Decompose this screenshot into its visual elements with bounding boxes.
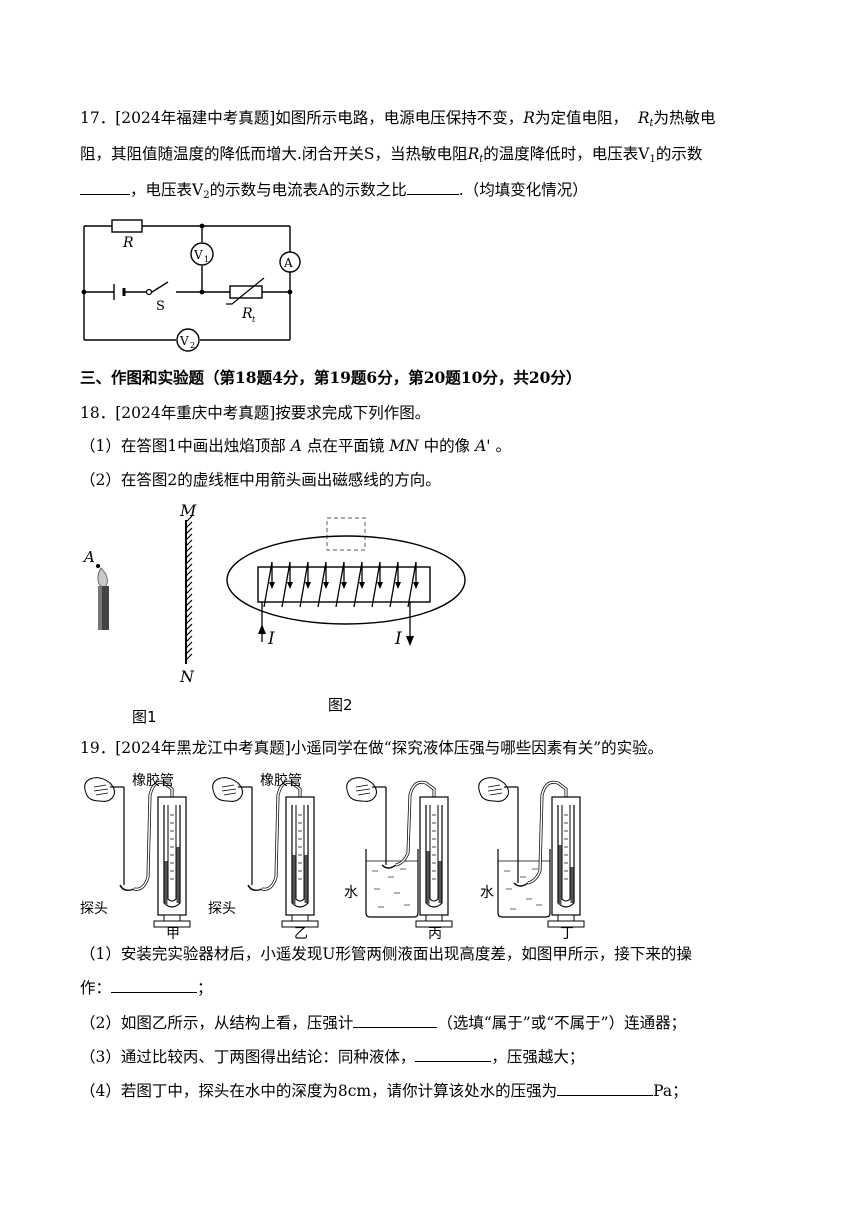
figure-yi: 橡胶管 探头 乙 <box>208 772 319 940</box>
svg-text:V: V <box>193 248 203 262</box>
svg-text:丙: 丙 <box>428 926 442 940</box>
q18-line-2: （1）在答图1中画出烛焰顶部 A 点在平面镜 MN 中的像 A' 。 <box>80 437 512 455</box>
svg-text:S: S <box>156 299 165 314</box>
svg-text:t: t <box>252 315 256 324</box>
q18-line-1: 18．[2024年重庆中考真题]按要求完成下列作图。 <box>80 404 431 422</box>
figure-bing: 水 丙 <box>344 777 453 940</box>
q17-line-1: 17．[2024年福建中考真题]如图所示电路，电源电压保持不变，R为定值电阻， … <box>80 109 716 129</box>
answer-blank[interactable] <box>406 180 459 195</box>
current-arrow-in <box>258 624 266 634</box>
svg-text:2: 2 <box>190 341 195 350</box>
current-arrow-out <box>406 636 414 646</box>
answer-blank[interactable] <box>353 1013 438 1028</box>
manometer-figures: 橡胶管 探头 甲 橡胶管 探头 乙 水 <box>80 772 585 940</box>
q17-line-3: ，电压表V2的示数与电流表A的示数之比.（均填变化情况） <box>80 180 588 206</box>
solenoid-coils <box>263 561 419 608</box>
beaker-icon <box>497 849 551 918</box>
svg-text:R: R <box>241 306 253 322</box>
svg-text:丁: 丁 <box>560 926 574 940</box>
svg-text:N: N <box>179 667 195 686</box>
figure-ding: 水 丁 <box>478 777 585 940</box>
q19-part-2: （2）如图乙所示，从结构上看，压强计（选填“属于”或“不属于”）连通器； <box>80 1013 687 1032</box>
switch-icon <box>145 288 153 296</box>
svg-text:探头: 探头 <box>80 901 108 917</box>
answer-blank[interactable] <box>557 1081 654 1096</box>
q17-line-2: 阻，其阻值随温度的降低而增大.闭合开关S，当热敏电阻Rt的温度降低时，电压表V1… <box>80 145 703 165</box>
svg-text:水: 水 <box>480 885 494 901</box>
section-3-heading: 三、作图和实验题（第18题4分，第19题6分，第20题10分，共20分） <box>80 368 582 387</box>
svg-text:1: 1 <box>204 255 209 264</box>
q19-part-3: （3）通过比较丙、丁两图得出结论：同种液体，，压强越大； <box>80 1047 585 1066</box>
figure-jia: 橡胶管 探头 甲 <box>80 772 191 940</box>
voltmeter-V1 <box>190 242 214 266</box>
figure-2-solenoid: I I 图2 <box>226 517 466 714</box>
circuit-diagram: R V 1 A V 2 S R t <box>81 219 301 352</box>
q18-line-3: （2）在答图2的虚线框中用箭头画出磁感线的方向。 <box>80 471 441 489</box>
answer-blank[interactable] <box>415 1047 492 1062</box>
q19-part-1-line-2: 作：； <box>80 978 213 997</box>
answer-blank[interactable] <box>111 978 198 993</box>
mirror-hatching <box>185 515 193 661</box>
svg-text:A: A <box>283 256 293 270</box>
magnetic-field-line <box>226 535 466 625</box>
voltmeter-V2 <box>176 328 200 352</box>
q19-part-1-line-1: （1）安装完实验器材后，小遥发现U形管两侧液面出现高度差，如图甲所示，接下来的操 <box>80 945 692 963</box>
svg-text:甲: 甲 <box>166 926 180 940</box>
svg-text:橡胶管: 橡胶管 <box>260 772 302 789</box>
figure-1-mirror: M N A 图1 <box>82 501 197 726</box>
beaker-icon <box>365 849 419 918</box>
svg-text:R: R <box>122 235 134 251</box>
svg-text:图1: 图1 <box>132 708 157 726</box>
candle-flame <box>97 567 108 588</box>
svg-text:A: A <box>82 548 95 566</box>
svg-text:M: M <box>179 501 197 520</box>
svg-text:图2: 图2 <box>328 696 353 714</box>
svg-text:I: I <box>394 629 402 649</box>
dashed-answer-box[interactable] <box>326 517 366 551</box>
svg-text:水: 水 <box>344 885 358 901</box>
svg-text:V: V <box>179 334 189 348</box>
svg-text:探头: 探头 <box>208 901 236 917</box>
ammeter-A <box>279 251 301 273</box>
candle-icon <box>98 586 109 630</box>
svg-text:乙: 乙 <box>294 926 308 940</box>
q19-line-1: 19．[2024年黑龙江中考真题]小遥同学在做“探究液体压强与哪些因素有关”的实… <box>80 739 664 757</box>
answer-blank[interactable] <box>80 180 130 195</box>
svg-text:橡胶管: 橡胶管 <box>132 772 174 789</box>
svg-text:I: I <box>267 629 275 649</box>
resistor-R <box>111 219 143 233</box>
